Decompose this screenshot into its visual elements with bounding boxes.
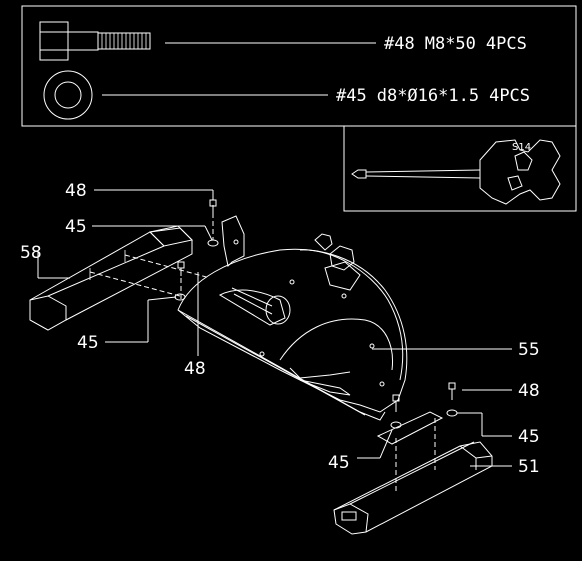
callout-main-frame: 55: [518, 340, 540, 360]
callout-rear-washer-top: 45: [65, 217, 87, 237]
rear-fasteners: [174, 199, 219, 301]
callout-front-stabilizer: 51: [518, 457, 540, 477]
hardware-box: [21, 5, 577, 212]
rear-stabilizer: [29, 225, 194, 331]
front-stabilizer: [333, 441, 493, 535]
callout-front-bolt: 48: [518, 381, 540, 401]
callout-rear-stabilizer: 58: [20, 243, 42, 263]
rear-alignment-lines: [89, 205, 214, 300]
callout-rear-bolt: 48: [65, 181, 87, 201]
callout-rear-washer-bottom: 45: [77, 333, 99, 353]
callout-front-washer-right: 45: [518, 427, 540, 447]
multi-wrench-screwdriver-icon: S14: [351, 139, 561, 205]
callout-rear-bolt-bottom: 48: [184, 359, 206, 379]
callout-front-washer-left: 45: [328, 453, 350, 473]
washer-icon: [43, 70, 93, 120]
bolt-icon: [39, 21, 151, 61]
front-fasteners: [376, 382, 458, 494]
tool-box: [343, 125, 577, 212]
wrench-size-label: S14: [512, 142, 531, 153]
callout-leaders: [37, 189, 512, 467]
main-frame: [177, 215, 408, 421]
